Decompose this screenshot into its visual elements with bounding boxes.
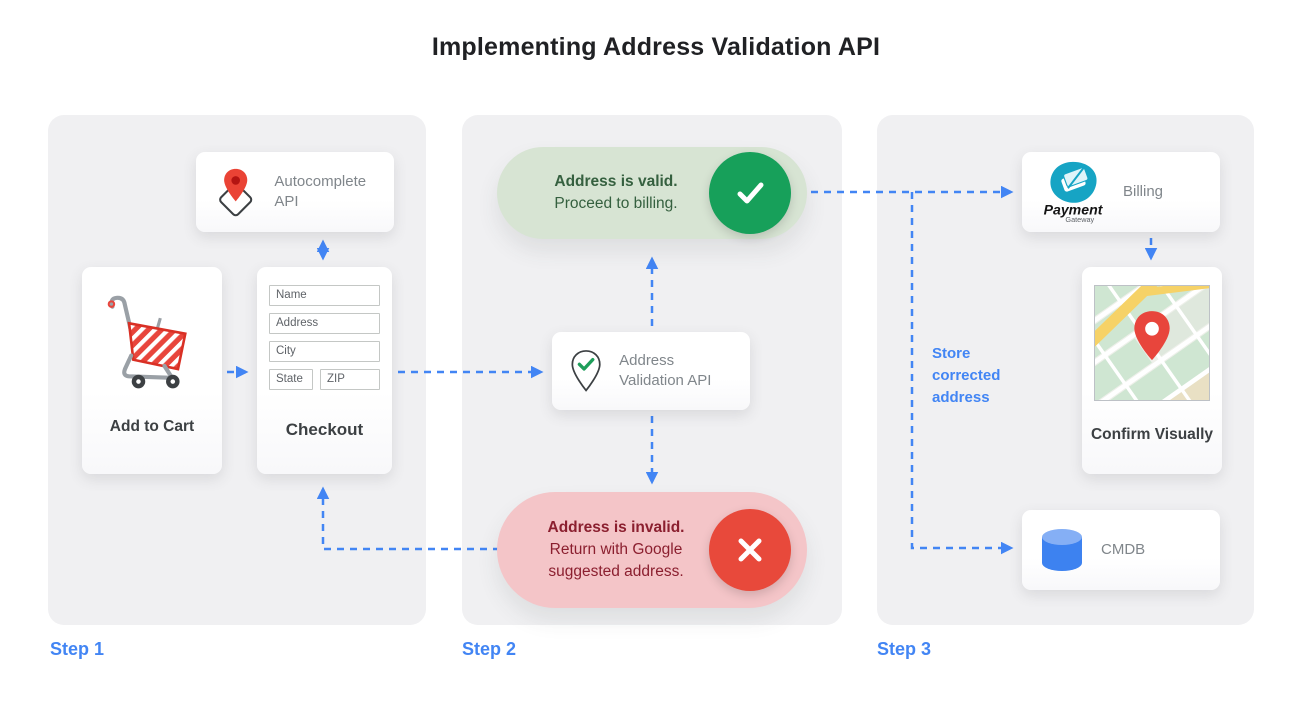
- name-field[interactable]: Name: [269, 285, 380, 306]
- autocomplete-map-pin-icon: [219, 168, 253, 217]
- confirm-visually-label: Confirm Visually: [1090, 426, 1214, 444]
- step1-label: Step 1: [50, 639, 105, 659]
- address-validation-api-label: Address Validation API: [619, 351, 712, 389]
- autocomplete-api-node: Autocomplete API: [196, 152, 394, 232]
- state-field[interactable]: State: [269, 369, 313, 390]
- store-corrected-address-note: Store corrected address: [932, 345, 1001, 406]
- step2-label: Step 2: [462, 639, 517, 659]
- add-to-cart-node: Add to Cart: [82, 267, 222, 474]
- step3-label: Step 3: [877, 639, 932, 659]
- payment-logo-title: Payment: [1044, 201, 1104, 217]
- zip-field[interactable]: ZIP: [320, 369, 380, 390]
- add-to-cart-label: Add to Cart: [109, 418, 195, 436]
- address-field[interactable]: Address: [269, 313, 380, 334]
- cmdb-label: CMDB: [1101, 540, 1146, 558]
- billing-label: Billing: [1123, 182, 1164, 200]
- validation-pin-check-icon: [571, 350, 601, 392]
- database-icon: [1042, 529, 1082, 571]
- payment-gateway-logo: Payment Gateway: [1044, 161, 1104, 224]
- checkout-node: Name Address City State ZIP Checkout: [257, 267, 392, 474]
- confirm-visually-node: Confirm Visually: [1082, 267, 1222, 474]
- payment-logo-subtitle: Gateway: [1065, 215, 1094, 224]
- x-circle-icon: [709, 509, 791, 591]
- page-title: Implementing Address Validation API: [431, 33, 881, 61]
- map-thumbnail: [1094, 285, 1210, 401]
- address-invalid-subtitle: Return with Google suggested address.: [548, 541, 684, 580]
- address-invalid-pill: Address is invalid. Return with Google s…: [497, 492, 807, 608]
- address-valid-title: Address is valid.: [554, 173, 678, 191]
- address-valid-pill: Address is valid. Proceed to billing.: [497, 147, 807, 239]
- autocomplete-api-label: Autocomplete API: [274, 172, 367, 210]
- check-circle-icon: [709, 152, 791, 234]
- billing-node: Payment Gateway Billing: [1022, 152, 1220, 232]
- address-invalid-text: Address is invalid. Return with Google s…: [497, 517, 709, 582]
- cmdb-node: CMDB: [1022, 510, 1220, 590]
- address-valid-text: Address is valid. Proceed to billing.: [497, 171, 709, 214]
- address-validation-api-node: Address Validation API: [552, 332, 750, 410]
- shopping-cart-icon: [107, 295, 187, 389]
- address-valid-subtitle: Proceed to billing.: [554, 195, 678, 212]
- address-invalid-title: Address is invalid.: [547, 519, 685, 537]
- checkout-label: Checkout: [285, 420, 364, 440]
- city-field[interactable]: City: [269, 341, 380, 362]
